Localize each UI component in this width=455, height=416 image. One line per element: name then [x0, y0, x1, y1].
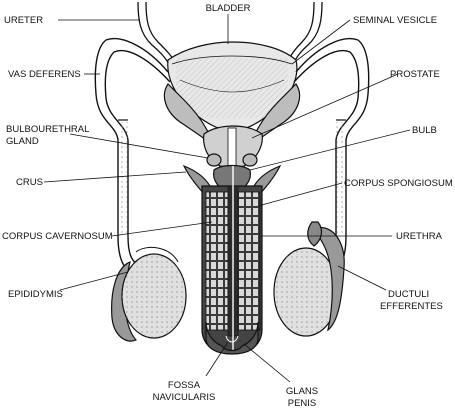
right-bulbourethral-gland — [242, 153, 258, 167]
right-corpus-cavernosum-body — [237, 191, 261, 331]
left-corpus-cavernosum-body — [205, 191, 229, 331]
label-ductuli-line2: EFFERENTES — [380, 301, 443, 312]
label-bulbourethral-line2: GLAND — [6, 136, 39, 147]
right-epididymis-shape — [315, 226, 345, 332]
label-crus: CRUS — [16, 177, 43, 188]
label-epididymis: EPIDIDYMIS — [8, 289, 63, 300]
label-prostate: PROSTATE — [390, 69, 440, 80]
anatomy-illustration — [94, 1, 370, 355]
label-fossa-line2: NAVICULARIS — [153, 392, 216, 403]
bulb-shape — [213, 164, 251, 193]
ductuli-efferentes-shape — [307, 221, 323, 247]
left-ureter — [137, 1, 171, 67]
left-vas-deferens — [94, 38, 169, 273]
label-bulbourethral-line1: BULBOURETHRAL — [6, 124, 89, 135]
label-ureter: URETER — [4, 15, 43, 26]
label-vas-deferens: VAS DEFERENS — [8, 69, 81, 80]
label-corpus-cavernosum: CORPUS CAVERNOSUM — [2, 231, 113, 242]
label-seminal-vesicle: SEMINAL VESICLE — [353, 15, 437, 26]
label-bladder: BLADDER — [206, 3, 251, 14]
label-ductuli-line1: DUCTULI — [388, 289, 429, 300]
left-bulbourethral-gland — [206, 153, 222, 167]
labels: BLADDER URETER SEMINAL VESICLE VAS DEFER… — [2, 3, 453, 409]
glans-shape — [205, 321, 259, 355]
label-urethra: URETHRA — [396, 231, 443, 242]
right-ureter — [285, 1, 315, 65]
right-vas-deferens — [295, 38, 370, 273]
label-glans-line2: PENIS — [288, 398, 317, 409]
leader-lines — [43, 14, 411, 383]
label-bulb: BULB — [412, 125, 437, 136]
fossa-navicularis-shape — [225, 335, 239, 343]
label-fossa-line1: FOSSA — [168, 380, 201, 391]
label-glans-line1: GLANS — [286, 386, 318, 397]
label-corpus-spongiosum: CORPUS SPONGIOSUM — [344, 178, 453, 189]
